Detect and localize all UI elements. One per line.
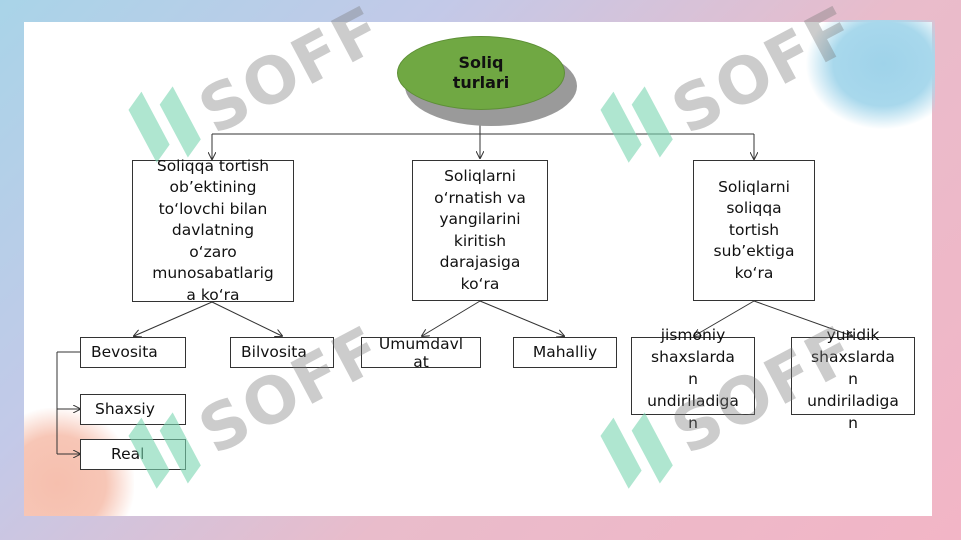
node-label: Mahalliy [532,342,598,361]
category-line: to‘lovchi bilan [158,199,268,218]
category-line: o‘rnatish va [434,188,526,207]
node-label: n [848,414,858,432]
node-shaxsiy: Shaxsiy [80,394,186,425]
node-label: Shaxsiy [95,399,155,418]
category-line: Soliqlarni [444,167,516,185]
category-line: ob’ektining [169,178,257,197]
node-bilvosita: Bilvosita [230,337,334,368]
node-label: Real [111,444,145,463]
connector-cat3-yuridik [753,300,852,336]
paint-splash-decoration [805,20,935,130]
category-line: a ko‘ra [186,285,240,304]
category-line: davlatning [171,221,255,240]
node-real: Real [80,439,186,470]
category-line: kiritish [453,231,507,250]
node-label: Bevosita [91,342,158,361]
node-label: Bilvosita [241,342,307,361]
category-line: Soliqlarni [718,177,790,196]
node-umumdavlat: Umumdavl at [361,335,481,371]
connector-cat1-bilvosita [211,301,282,336]
category-line: soliqqa [726,199,782,218]
connector-cat3-jismoniy [694,300,755,336]
category-line: munosabatlarig [152,264,274,283]
node-jismoniy: jismoniy shaxslarda n undiriladiga n [631,326,755,432]
category-box-subject: Soliqlarni soliqqa tortish sub’ektiga ko… [693,160,815,301]
category-box-level: Soliqlarni o‘rnatish va yangilarini kiri… [412,160,548,301]
node-label: undiriladiga [647,392,739,410]
category-line: darajasiga [439,253,521,271]
root-node-label: Soliq turlari [452,53,510,92]
category-line: ko‘ra [734,263,774,282]
node-label: jismoniy [660,326,726,344]
category-line: o‘zaro [189,242,237,261]
node-label: yuridik [826,326,880,344]
category-line: Soliqqa tortish [156,156,270,175]
connector-cat2-umumdavlat [422,300,481,336]
node-bevosita: Bevosita [80,337,186,368]
node-label: Umumdavl [378,335,464,353]
category-box-relationship: Soliqqa tortish ob’ektining to‘lovchi bi… [132,157,294,304]
root-node: Soliq turlari [397,36,565,110]
category-line: ko‘ra [460,274,500,293]
node-label: at [413,353,429,371]
node-yuridik: yuridik shaxslarda n undiriladiga n [791,326,915,432]
node-label: shaxslarda [651,348,735,366]
node-label: n [688,370,698,388]
category-line: tortish [728,220,780,239]
category-line: yangilarini [439,210,521,228]
category-line: sub’ektiga [713,242,795,261]
node-mahalliy: Mahalliy [513,337,617,368]
connector-cat1-bevosita [134,301,213,336]
node-label: shaxslarda [811,348,895,366]
node-label: undiriladiga [807,392,899,410]
node-label: n [848,370,858,388]
node-label: n [688,414,698,432]
connector-cat2-mahalliy [479,300,564,336]
